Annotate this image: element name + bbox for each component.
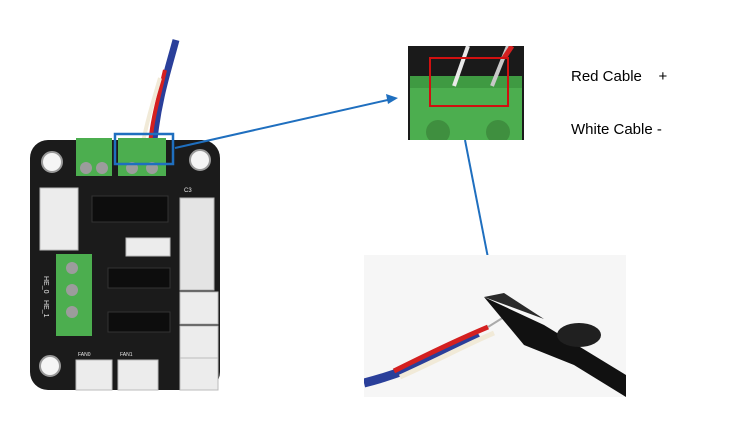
pcb-board-photo: HE_0 HE_1 FAN0 FAN1 C3 bbox=[30, 39, 220, 391]
he1-label: HE_1 bbox=[42, 300, 49, 318]
he0-label: HE_0 bbox=[42, 276, 49, 294]
red-cable-label: Red Cable + bbox=[571, 68, 668, 85]
stripped-cable-photo bbox=[364, 255, 626, 397]
c3-label: C3 bbox=[184, 188, 192, 194]
fan1-label: FAN1 bbox=[120, 352, 133, 358]
white-cable-label: White Cable - bbox=[571, 121, 662, 138]
fan0-label: FAN0 bbox=[78, 352, 91, 358]
terminal-closeup-photo bbox=[408, 46, 524, 140]
